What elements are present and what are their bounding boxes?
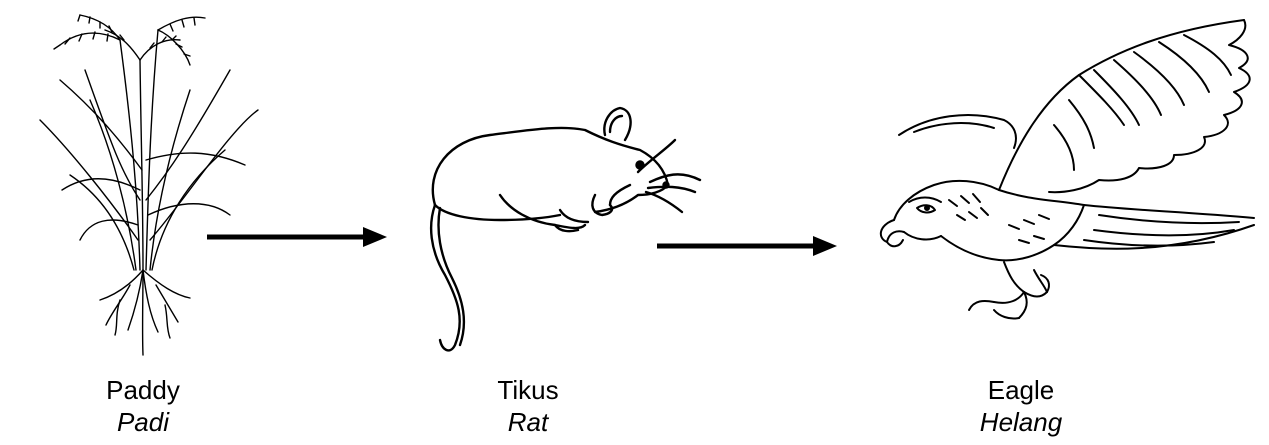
node-primary-label: Tikus [418, 374, 638, 406]
node-secondary-label: Helang [911, 406, 1131, 438]
arrow-icon [655, 231, 845, 261]
food-chain-node-rat: Tikus Rat [418, 374, 638, 438]
arrow-icon [205, 222, 395, 252]
node-primary-label: Paddy [33, 374, 253, 406]
node-secondary-label: Rat [418, 406, 638, 438]
node-secondary-label: Padi [33, 406, 253, 438]
eagle-icon [869, 0, 1269, 370]
food-chain-node-paddy: Paddy Padi [33, 374, 253, 438]
paddy-plant-icon [0, 0, 280, 370]
food-chain-node-eagle: Eagle Helang [911, 374, 1131, 438]
node-primary-label: Eagle [911, 374, 1131, 406]
rat-icon [410, 0, 710, 370]
